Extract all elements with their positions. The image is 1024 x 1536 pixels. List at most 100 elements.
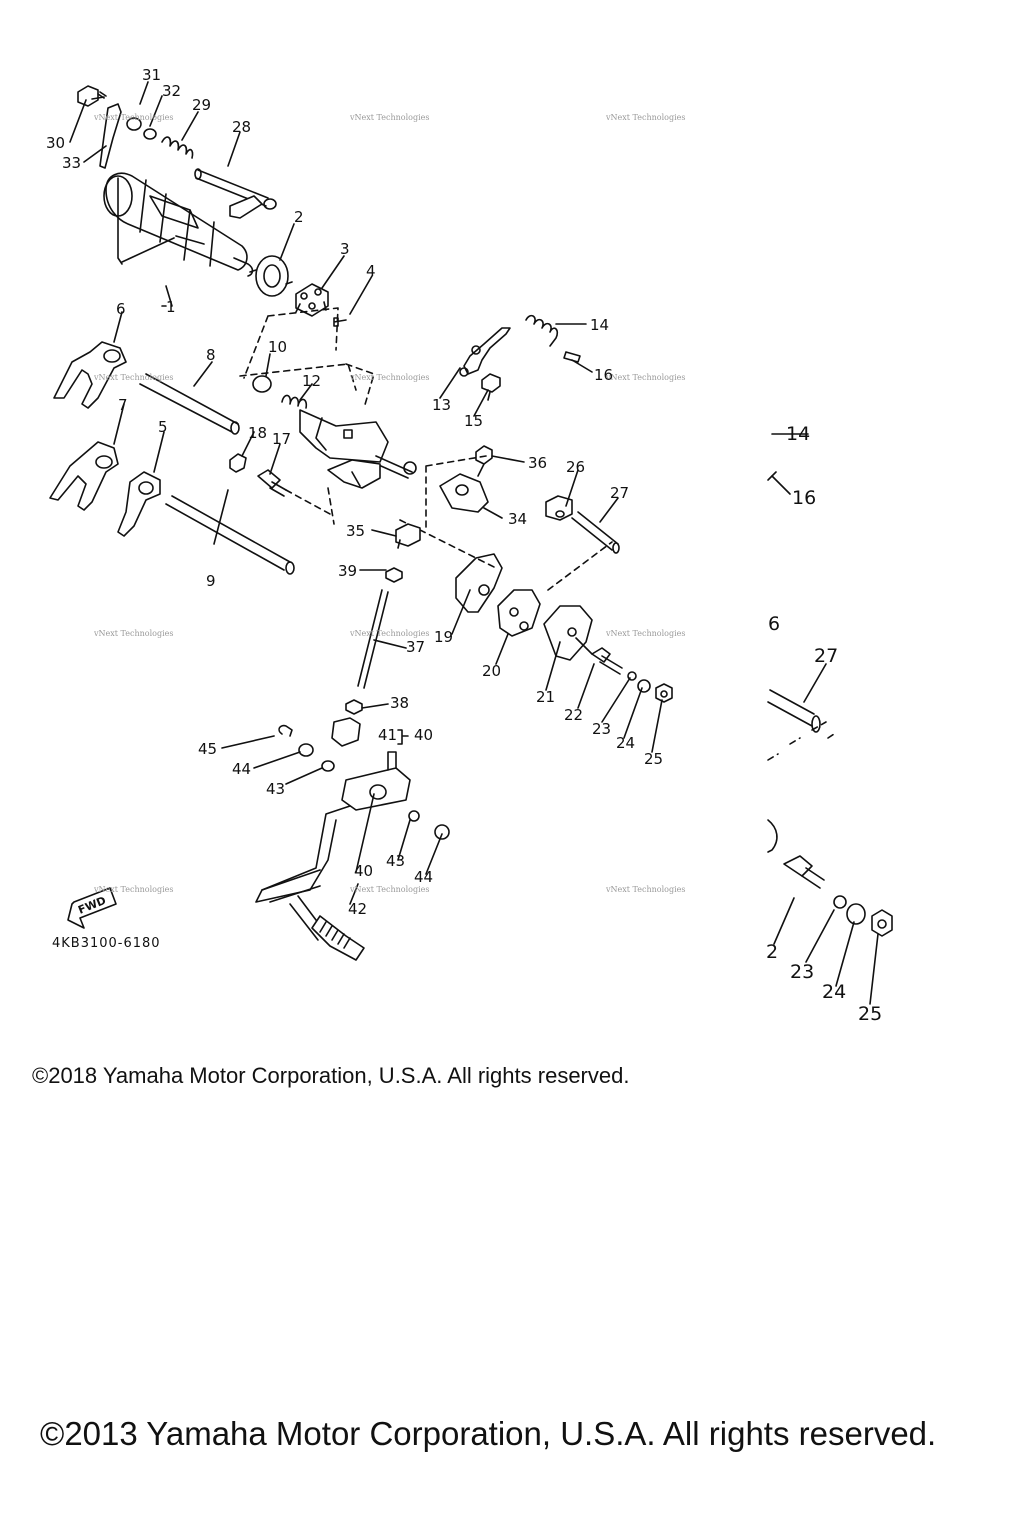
callout-10: 10 — [268, 338, 287, 356]
callout-27: 27 — [610, 484, 629, 502]
callout-38: 38 — [390, 694, 409, 712]
shaft-28-icon — [194, 168, 277, 219]
callout-43: 43 — [266, 780, 285, 798]
leader-box-34 — [425, 455, 487, 531]
callout-6: 6 — [116, 300, 126, 318]
collar-26-icon — [545, 495, 573, 521]
callout-15: 15 — [464, 412, 483, 430]
leader-box-10-12 — [239, 363, 375, 409]
plate-20-icon — [497, 589, 541, 637]
inset-callout-23: 23 — [790, 961, 814, 983]
callout-13: 13 — [432, 396, 451, 414]
washer-44b-icon — [434, 824, 450, 840]
callout-4: 4 — [366, 262, 376, 280]
fwd-arrow-icon — [67, 887, 117, 929]
callout-31: 31 — [142, 66, 161, 84]
washer-32-icon — [143, 128, 157, 140]
callout-21: 21 — [536, 688, 555, 706]
segment-plate-19-icon — [455, 553, 503, 613]
callout-16: 16 — [594, 366, 613, 384]
callout-43b: 43 — [386, 852, 405, 870]
joint-41-icon — [331, 717, 361, 747]
stopper-bolt-17-icon — [257, 469, 287, 497]
clip-18-icon — [229, 453, 247, 473]
callout-5: 5 — [158, 418, 168, 436]
inset-zoom-fragments — [767, 471, 893, 937]
callout-23: 23 — [592, 720, 611, 738]
callout-40-upper: 40 — [414, 726, 433, 744]
callout-8: 8 — [206, 346, 216, 364]
bolt-36-icon — [475, 445, 493, 477]
shift-rod-37-icon — [357, 589, 389, 689]
screw-4-icon — [333, 317, 347, 327]
washer-23-icon — [627, 671, 637, 681]
spring-14-icon — [525, 314, 559, 347]
lever-33-icon — [99, 103, 122, 169]
callout-44: 44 — [232, 760, 251, 778]
shift-fork-6-icon — [53, 341, 127, 409]
drawing-code: 4KB3100-6180 — [52, 936, 161, 951]
callout-45: 45 — [198, 740, 217, 758]
circlip-45-icon — [278, 724, 293, 737]
callout-29: 29 — [192, 96, 211, 114]
callout-7: 7 — [118, 396, 128, 414]
shift-shaft-assembly-icon — [299, 409, 417, 489]
callout-24: 24 — [616, 734, 635, 752]
callout-leader-lines — [69, 81, 879, 1005]
bolt-30-icon — [77, 85, 107, 107]
watermark: vNext Technologies — [605, 885, 685, 894]
callout-25: 25 — [644, 750, 663, 768]
callout-18: 18 — [248, 424, 267, 442]
callout-44b: 44 — [414, 868, 433, 886]
pin-16-icon — [563, 351, 581, 363]
watermark: vNext Technologies — [93, 373, 173, 382]
leader-dashed-34-19 — [399, 519, 613, 591]
callout-19: 19 — [434, 628, 453, 646]
callout-42: 42 — [348, 900, 367, 918]
inset-callout-24: 24 — [822, 981, 846, 1003]
callout-35: 35 — [346, 522, 365, 540]
callout-34: 34 — [508, 510, 527, 528]
inset-callout-25: 25 — [858, 1003, 882, 1025]
bush-43-icon — [321, 760, 335, 772]
watermarks: vNext Technologies vNext Technologies vN… — [93, 113, 685, 894]
washer-31-icon — [126, 117, 142, 131]
callout-26: 26 — [566, 458, 585, 476]
watermark: vNext Technologies — [349, 373, 429, 382]
callout-33: 33 — [62, 154, 81, 172]
segment-3-icon — [295, 283, 329, 317]
nut-39-icon — [385, 567, 403, 583]
callout-22: 22 — [564, 706, 583, 724]
watermark: vNext Technologies — [93, 629, 173, 638]
callout-30: 30 — [46, 134, 65, 152]
inset-callout-6: 6 — [768, 613, 780, 635]
bolt-15-icon — [481, 373, 501, 401]
callout-39: 39 — [338, 562, 357, 580]
watermark: vNext Technologies — [93, 113, 173, 122]
spring-29-icon — [161, 136, 194, 159]
callout-3: 3 — [340, 240, 350, 258]
callout-1: 1 — [166, 298, 176, 316]
callout-28: 28 — [232, 118, 251, 136]
callout-36: 36 — [528, 454, 547, 472]
watermark: vNext Technologies — [605, 629, 685, 638]
callout-14: 14 — [590, 316, 609, 334]
fork-shaft-8-icon — [139, 373, 240, 435]
callout-41: 41 — [378, 726, 397, 744]
nut-25-icon — [655, 683, 673, 703]
bracket-41-40 — [397, 729, 409, 745]
inset-zoom-labels: 14 16 6 27 2 23 24 25 — [766, 423, 882, 1025]
callout-40-lower: 40 — [354, 862, 373, 880]
fork-shaft-9-icon — [165, 495, 295, 575]
inset-callout-14: 14 — [786, 423, 810, 445]
bolt-22-icon — [591, 647, 623, 675]
callout-12: 12 — [302, 372, 321, 390]
washer-10-icon — [252, 375, 272, 393]
shift-drum-1-icon — [103, 172, 254, 277]
pedal-rubber-42-icon — [311, 915, 365, 961]
shift-pedal-40-icon — [255, 751, 411, 941]
inset-callout-2: 2 — [766, 941, 778, 963]
shift-fork-5-icon — [117, 471, 161, 537]
stopper-lever-13-icon — [459, 327, 511, 377]
